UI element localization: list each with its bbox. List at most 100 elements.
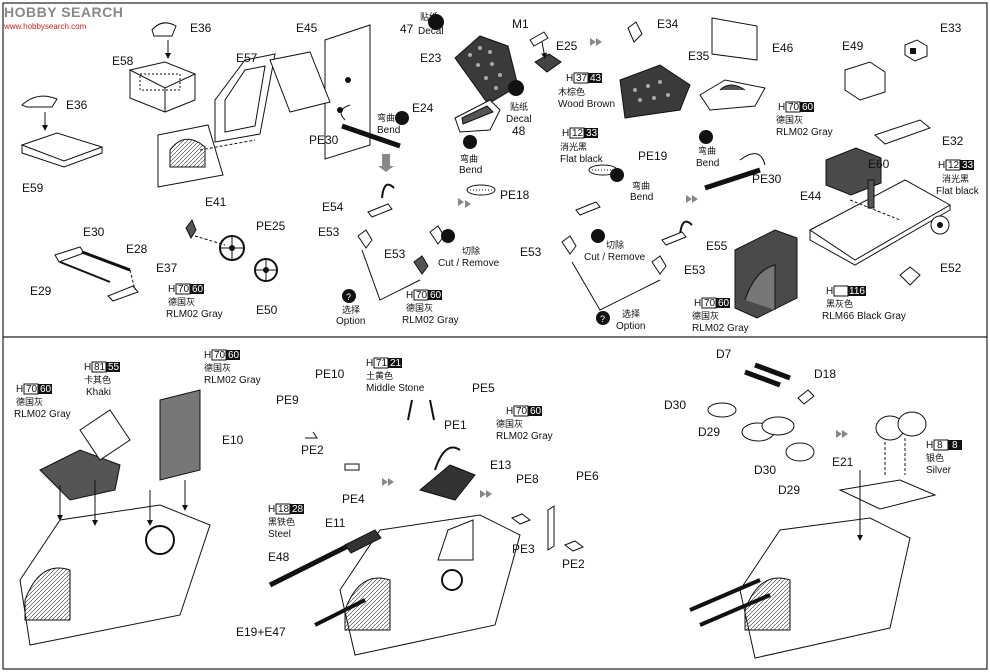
paint-number: 37 [576,73,588,84]
paint-code: 60 [802,102,814,113]
bend-note-pe30: 弯曲 Bend [377,112,400,136]
paint-callout-steel: H 18 28 黑铁色 Steel [268,503,304,540]
part-m1-e25-seat [529,31,562,73]
paint-cn: 德国灰 [406,302,433,314]
paint-number: 70 [516,406,528,417]
part-e54-lever [357,183,445,275]
label-e53-d: E53 [684,263,706,277]
label-e13: E13 [490,458,512,472]
paint-en: RLM02 Gray [204,375,261,386]
label-e23: E23 [420,51,442,65]
cut-cn: 切除 [462,245,480,257]
paint-en: RLM02 Gray [166,309,223,320]
label-e49: E49 [842,39,864,53]
label-e48: E48 [268,550,290,564]
label-e53-c: E53 [520,245,542,259]
label-e45: E45 [296,21,318,35]
label-e44: E44 [800,189,822,203]
paint-en: Khaki [86,387,111,398]
watermark-url: www.hobbysearch.com [4,22,87,31]
paint-en: Flat black [560,154,604,165]
label-pe9: PE9 [276,393,299,407]
watermark-brand-right: SEARCH [61,4,124,20]
option-en: Option [616,321,645,332]
paint-en: Middle Stone [366,383,425,394]
cut-en: Cut / Remove [438,258,500,269]
paint-en: Wood Brown [558,99,615,110]
label-pe19: PE19 [638,149,668,163]
option-cn: 选择 [622,308,640,320]
paint-code: 60 [228,350,240,361]
paint-prefix: H [826,286,833,297]
bend-note-pe30-right: 弯曲 Bend [696,145,719,169]
label-pe5: PE5 [472,381,495,395]
paint-prefix: H [562,128,569,139]
paint-en: Flat black [936,186,980,197]
paint-prefix: H [506,406,513,417]
label-e19-e47: E19+E47 [236,625,286,639]
label-e54: E54 [322,200,344,214]
label-pe4: PE4 [342,492,365,506]
bend-icon-e24 [463,135,477,149]
paint-en: Steel [268,529,291,540]
paint-number: 8 [937,440,943,451]
part-e55-lever [561,201,693,275]
label-pe18: PE18 [500,188,530,202]
label-m1: M1 [512,17,529,31]
paint-number: 12 [572,128,584,139]
paint-prefix: H [926,440,933,451]
cut-cn: 切除 [606,239,624,251]
part-e36-top [151,22,177,59]
paint-callout-rlm02-top-right: H 70 60 德国灰 RLM02 Gray [776,101,833,138]
paint-number: 70 [178,284,190,295]
paint-callout-black-gray: H 116 黑灰色 RLM66 Black Gray [822,285,906,322]
paint-prefix: H [16,384,23,395]
paint-cn: 德国灰 [16,396,43,408]
label-e24: E24 [412,101,434,115]
flow-arrows [378,38,848,498]
part-e23-decal-plate [428,14,524,105]
label-pe2-right: PE2 [562,557,585,571]
label-pe1: PE1 [444,418,467,432]
label-e21: E21 [832,455,854,469]
paint-prefix: H [168,284,175,295]
label-e28: E28 [126,242,148,256]
label-e53-b: E53 [384,247,406,261]
paint-number: 70 [214,350,226,361]
paint-code: 60 [530,406,542,417]
paint-code: 43 [590,73,602,84]
assembly-middle-gun [268,399,585,656]
label-pe6: PE6 [576,469,599,483]
part-e46-backplate [699,17,766,111]
label-e25: E25 [556,39,578,53]
part-handwheels [185,218,278,282]
decal-47-num: 47 [400,22,414,36]
label-e11: E11 [325,516,346,530]
part-e59-tray [20,95,104,168]
paint-number: 70 [26,384,38,395]
label-e34: E34 [657,17,679,31]
decal-47-cn: 贴纸 [420,11,438,23]
paint-cn: 德国灰 [168,296,195,308]
paint-en: RLM66 Black Gray [822,311,906,322]
paint-en: Silver [926,465,952,476]
cut-en: Cut / Remove [584,252,646,263]
paint-cn: 土黄色 [366,370,393,382]
paint-cn: 德国灰 [776,114,803,126]
paint-callout-rlm02-levers: H 70 60 德国灰 RLM02 Gray [402,289,459,326]
part-e57-side-frame [157,53,276,188]
paint-en: RLM02 Gray [692,323,749,334]
paint-cn: 木棕色 [558,86,585,98]
paint-code: 28 [292,504,304,515]
paint-callout-rlm02-shield: H 70 60 德国灰 RLM02 Gray [692,297,749,334]
paint-callout-wood-brown: H 37 43 木棕色 Wood Brown [558,72,615,110]
bend-cn: 弯曲 [698,145,716,157]
paint-cn: 银色 [926,452,944,464]
paint-prefix: H [84,362,91,373]
paint-code: 60 [192,284,204,295]
label-pe3: PE3 [512,542,535,556]
paint-en: RLM02 Gray [496,431,553,442]
paint-prefix: H [938,160,945,171]
label-e50: E50 [256,303,278,317]
option-icon-left: ? [342,289,356,303]
